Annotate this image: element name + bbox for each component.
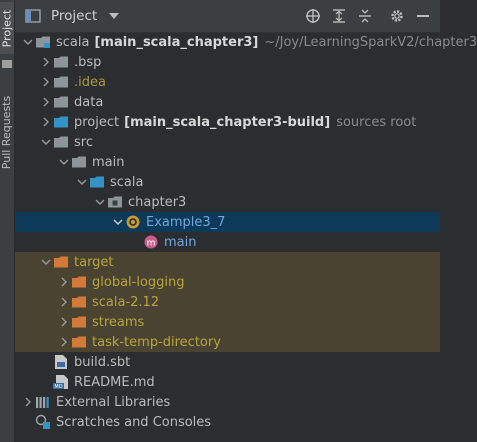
tree-item-label: build.sbt [74, 354, 131, 370]
tree-item-label: src [74, 134, 93, 150]
tree-row-chapter3[interactable]: chapter3 [15, 192, 440, 212]
expand-all-icon[interactable] [328, 5, 350, 27]
chevron-down-icon[interactable] [93, 195, 107, 209]
excluded-folder-icon [71, 294, 87, 310]
folder-icon [53, 94, 69, 110]
tree-item-label: scala-2.12 [92, 294, 160, 310]
side-tab-label: Project [0, 9, 14, 47]
excluded-folder-icon [71, 314, 87, 330]
tree-row-external-libraries[interactable]: External Libraries [15, 392, 440, 412]
tree-row-scala-2-12[interactable]: scala-2.12 [15, 292, 440, 312]
tree-item-label: .idea [74, 74, 106, 90]
project-window-icon [25, 8, 41, 24]
module-name: [main_scala_chapter3-build] [124, 114, 331, 130]
tree-row-bsp[interactable]: .bsp [15, 52, 440, 72]
project-tool-header: Project [15, 0, 440, 33]
folder-icon [71, 154, 87, 170]
libraries-icon [35, 394, 51, 410]
chevron-down-icon[interactable] [111, 215, 125, 229]
tree-item-label: data [74, 94, 104, 110]
side-tool-strip: Project Pull Requests [0, 0, 15, 442]
tree-item-label: .bsp [74, 54, 102, 70]
module-folder-icon [35, 34, 51, 50]
target-icon[interactable] [302, 5, 324, 27]
tree-row-example3-7[interactable]: Example3_7 [15, 212, 440, 232]
tree-row-global-logging[interactable]: global-logging [15, 272, 440, 292]
tree-row-project[interactable]: project [main_scala_chapter3-build] sour… [15, 112, 440, 132]
hide-icon[interactable] [412, 5, 434, 27]
package-icon [107, 194, 123, 210]
tree-item-label: chapter3 [128, 194, 187, 210]
collapse-all-icon[interactable] [354, 5, 376, 27]
tree-row-data[interactable]: data [15, 92, 440, 112]
chevron-right-icon[interactable] [57, 315, 71, 329]
tree-row-src[interactable]: src [15, 132, 440, 152]
tree-item-label: task-temp-directory [92, 334, 221, 350]
side-tab-pull-requests[interactable]: Pull Requests [0, 84, 14, 180]
tree-item-label: scala [56, 34, 90, 50]
tree-item-label: Example3_7 [146, 214, 226, 230]
tree-item-label: External Libraries [56, 394, 171, 410]
project-tree[interactable]: scala [main_scala_chapter3] ~/Joy/Learni… [15, 32, 477, 432]
tree-row-task-temp-directory[interactable]: task-temp-directory [15, 332, 440, 352]
svg-text:MD: MD [54, 384, 62, 390]
side-tab-label: Pull Requests [0, 95, 14, 169]
view-selector-dropdown-icon[interactable] [103, 5, 125, 27]
excluded-folder-icon [71, 274, 87, 290]
tree-item-label: main [92, 154, 125, 170]
chevron-right-icon[interactable] [57, 275, 71, 289]
module-name: [main_scala_chapter3] [94, 34, 259, 50]
chevron-right-icon[interactable] [39, 95, 53, 109]
chevron-down-icon[interactable] [39, 255, 53, 269]
chevron-down-icon[interactable] [75, 175, 89, 189]
svg-text:m: m [147, 239, 156, 249]
chevron-right-icon[interactable] [39, 75, 53, 89]
side-tab-project[interactable]: Project [0, 2, 14, 54]
folder-icon [53, 134, 69, 150]
excluded-folder-icon [71, 334, 87, 350]
chevron-down-icon[interactable] [57, 155, 71, 169]
tree-row-main-method[interactable]: m main [15, 232, 440, 252]
tree-row-readme[interactable]: MD README.md [15, 372, 440, 392]
tree-item-label: main [164, 234, 197, 250]
excluded-folder-icon [53, 254, 69, 270]
source-folder-icon [53, 114, 69, 130]
scratches-icon [35, 414, 51, 430]
scala-object-icon [125, 214, 141, 230]
chevron-right-icon[interactable] [39, 55, 53, 69]
sources-root-hint: sources root [336, 114, 417, 130]
tree-row-scratches[interactable]: Scratches and Consoles [15, 412, 440, 432]
folder-icon [53, 74, 69, 90]
tree-row-build-sbt[interactable]: build.sbt [15, 352, 440, 372]
chevron-down-icon[interactable] [21, 35, 35, 49]
tree-item-label: scala [110, 174, 144, 190]
tool-window-title: Project [51, 8, 98, 24]
gear-icon[interactable] [386, 5, 408, 27]
tree-item-label: global-logging [92, 274, 185, 290]
tree-row-streams[interactable]: streams [15, 312, 440, 332]
tree-row-idea[interactable]: .idea [15, 72, 440, 92]
tree-item-label: Scratches and Consoles [56, 414, 212, 430]
tree-item-label: streams [92, 314, 145, 330]
method-icon: m [143, 234, 159, 250]
folder-icon [53, 54, 69, 70]
module-path: ~/Joy/LearningSparkV2/chapter3 [264, 34, 477, 50]
chevron-right-icon[interactable] [39, 115, 53, 129]
tree-row-scala-source[interactable]: scala [15, 172, 440, 192]
tree-item-label: project [74, 114, 120, 130]
sbt-file-icon [53, 354, 69, 370]
tree-row-target[interactable]: target [15, 252, 440, 272]
chevron-right-icon[interactable] [21, 395, 35, 409]
tree-row-main-folder[interactable]: main [15, 152, 440, 172]
tree-item-label: target [74, 254, 114, 270]
chevron-down-icon[interactable] [39, 135, 53, 149]
markdown-file-icon: MD [53, 374, 69, 390]
tree-item-label: README.md [74, 374, 155, 390]
side-tab-project-icon [0, 58, 14, 68]
source-folder-icon [89, 174, 105, 190]
chevron-right-icon[interactable] [57, 295, 71, 309]
tree-row-module-scala[interactable]: scala [main_scala_chapter3] ~/Joy/Learni… [15, 32, 477, 52]
chevron-right-icon[interactable] [57, 335, 71, 349]
